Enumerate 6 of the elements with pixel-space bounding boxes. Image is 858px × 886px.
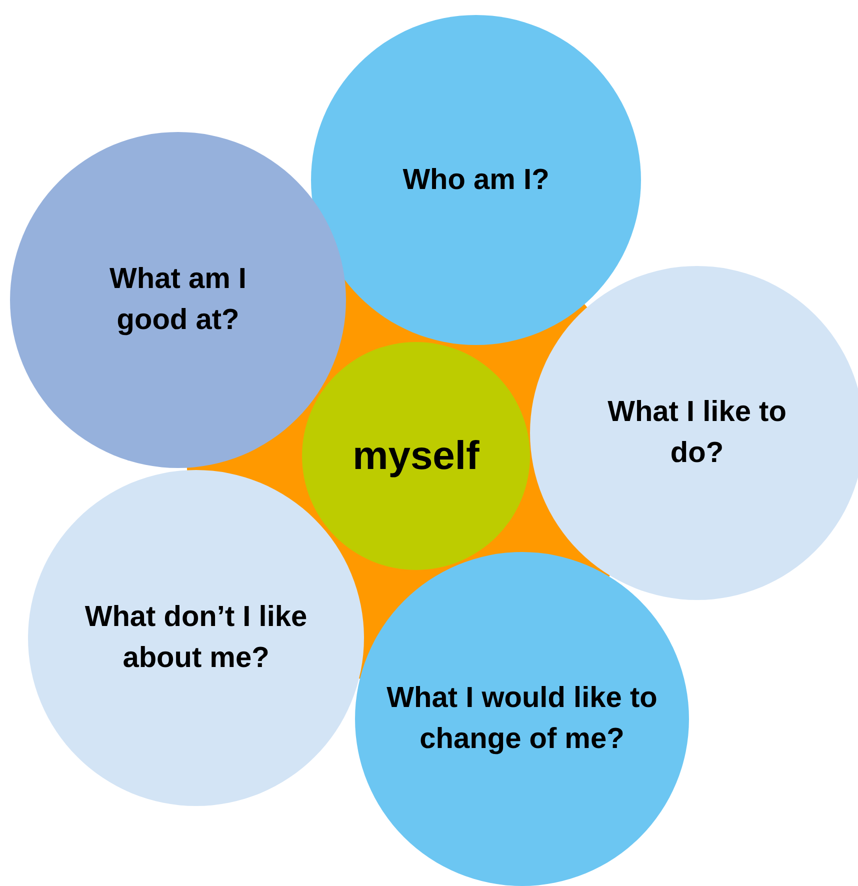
question-text: What don’t I like about me? xyxy=(84,600,308,676)
question-text: What I would like to change of me? xyxy=(386,681,658,757)
question-text: myself xyxy=(352,433,480,480)
question-text: What am I good at? xyxy=(108,262,248,338)
question-text: Who am I? xyxy=(402,162,550,198)
question-text: What I like to do? xyxy=(606,395,788,471)
